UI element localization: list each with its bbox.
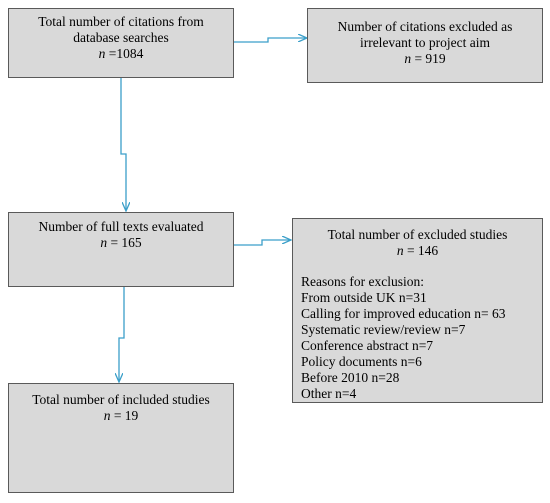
- n-symbol: n: [404, 51, 412, 66]
- reason-item: Calling for improved education n= 63: [301, 306, 506, 321]
- box-title-line: Total number of excluded studies: [327, 227, 508, 242]
- box-title-line: Number of full texts evaluated: [38, 219, 204, 234]
- count-line: n = 165: [9, 235, 233, 251]
- box-title-line: irrelevant to project aim: [359, 35, 491, 50]
- reason-item: Systematic review/review n=7: [301, 322, 466, 337]
- box-title-line: Number of citations excluded as: [337, 19, 513, 34]
- reason-item: Before 2010 n=28: [301, 370, 400, 385]
- count-value: = 919: [411, 51, 446, 66]
- count-line: n = 146: [293, 243, 542, 259]
- exclusion-reasons-list: Reasons for exclusion: From outside UK n…: [293, 274, 542, 402]
- count-line: n = 19: [9, 408, 233, 424]
- count-line: n = 919: [308, 51, 542, 67]
- box-title-line: Total number of citations from: [38, 14, 204, 29]
- arrow-to-excluded-irrelevant: [234, 38, 306, 43]
- arrow-to-full-texts: [120, 78, 126, 210]
- arrow-to-excluded-studies: [234, 240, 290, 246]
- reason-item: Conference abstract n=7: [301, 338, 434, 353]
- count-value: = 19: [110, 408, 139, 423]
- reason-item: Policy documents n=6: [301, 354, 422, 369]
- excluded-studies-box: Total number of excluded studies n = 146…: [292, 218, 543, 403]
- count-value: =1084: [105, 46, 144, 61]
- full-texts-box: Number of full texts evaluated n = 165: [8, 212, 234, 287]
- n-symbol: n: [396, 243, 404, 258]
- n-symbol: n: [98, 46, 106, 61]
- count-line: n =1084: [9, 46, 233, 62]
- reason-item: Other n=4: [301, 386, 357, 401]
- box-title-line: database searches: [73, 30, 169, 45]
- reason-item: From outside UK n=31: [301, 290, 427, 305]
- count-value: = 165: [107, 235, 142, 250]
- database-searches-box: Total number of citations from database …: [8, 8, 234, 78]
- count-value: = 146: [403, 243, 439, 258]
- excluded-irrelevant-box: Number of citations excluded as irreleva…: [307, 8, 543, 83]
- reasons-heading: Reasons for exclusion:: [301, 274, 424, 289]
- arrow-to-included-studies: [119, 287, 125, 381]
- n-symbol: n: [100, 235, 108, 250]
- box-title-line: Total number of included studies: [32, 392, 210, 407]
- n-symbol: n: [103, 408, 111, 423]
- included-studies-box: Total number of included studies n = 19: [8, 383, 234, 493]
